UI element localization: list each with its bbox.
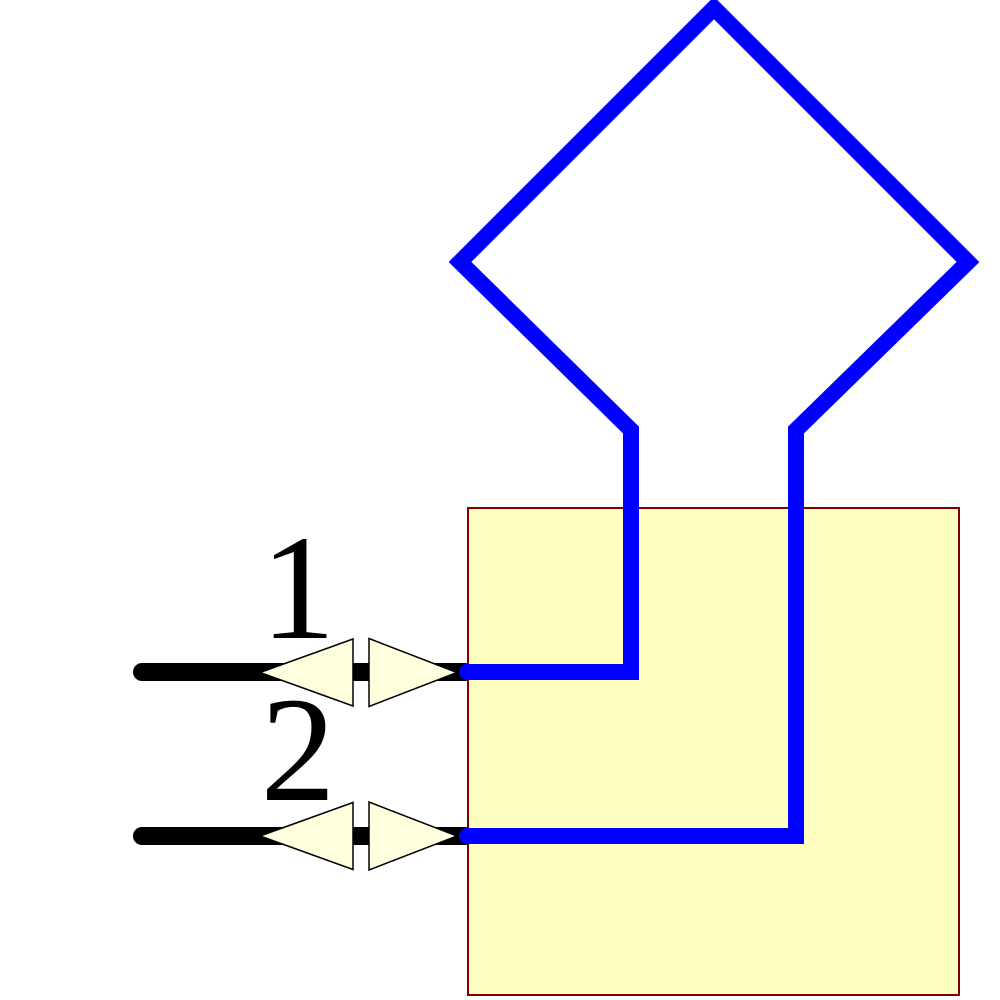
pin-2-left-arrow-icon <box>257 801 354 871</box>
pin-2-right-arrow-icon <box>368 800 460 872</box>
component-body-rect <box>467 507 960 996</box>
pin-2-number-label: 2 <box>261 667 336 833</box>
pin-1-number-label: 1 <box>261 505 336 671</box>
antenna-loop-wire <box>448 0 980 844</box>
pin-2: 2 <box>133 667 474 872</box>
pin-1-right-arrow-icon <box>368 637 460 708</box>
pin-1: 1 <box>133 505 474 708</box>
pin-1-left-arrow-icon <box>257 637 354 708</box>
